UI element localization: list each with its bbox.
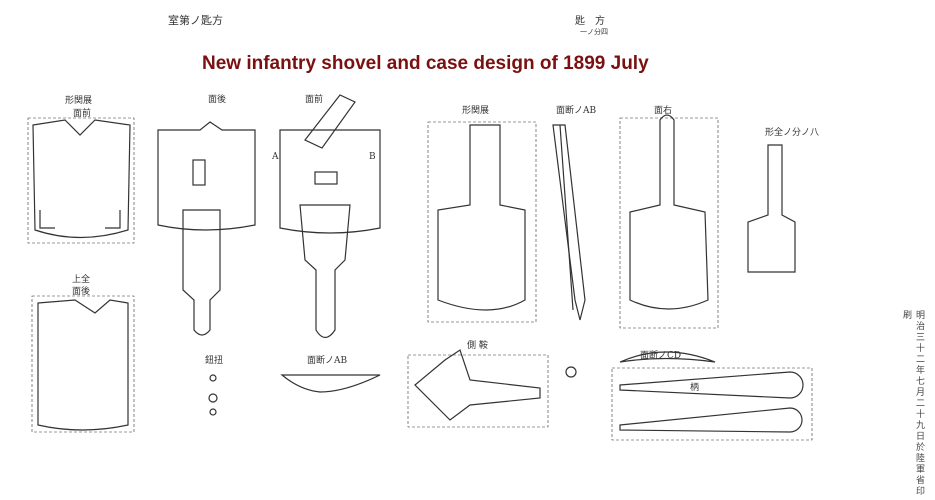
case-rear-view (157, 121, 256, 336)
label-right-view: 面右 (654, 106, 673, 116)
handle-drawings (611, 367, 813, 441)
label-section-ab-small: 面断ノAB (307, 356, 348, 366)
shovel-right-view (619, 114, 719, 329)
label-front-view: 面前 (305, 95, 324, 105)
label-front-development-sub: 面前 (73, 109, 92, 119)
right-caption: 匙 方 (575, 16, 605, 27)
imprint: 明治三十二年七月二十九日於陸軍省印刷 (901, 310, 924, 497)
label-rear-view: 面後 (208, 95, 227, 105)
shovel-side-view (407, 349, 577, 428)
marker-a: A (272, 152, 279, 162)
shovel-development (427, 121, 537, 323)
button-detail (208, 374, 218, 416)
shovel-section-ab (552, 124, 586, 321)
label-section-cd: 面断ノCD (640, 351, 682, 361)
label-section-ab: 面断ノAB (556, 106, 597, 116)
label-handle: 柄 (690, 383, 700, 393)
right-subcaption: 一ノ分四 (580, 28, 608, 36)
label-full-scale: 形全ノ分ノ八 (765, 128, 820, 138)
case-front-development (27, 117, 135, 244)
label-full-top: 上全 (72, 275, 91, 285)
case-full-rear (31, 295, 135, 433)
label-development: 形関展 (462, 106, 490, 116)
label-front-development: 形関展 (65, 96, 93, 106)
case-front-view (279, 94, 381, 339)
section-cd (619, 351, 716, 363)
section-ab-small (280, 374, 381, 393)
shovel-full-scale (747, 144, 796, 273)
left-caption: 室第ノ匙方 (168, 14, 223, 27)
marker-b: B (369, 152, 376, 162)
label-button: 鈕扭 (205, 356, 224, 366)
label-side: 側 鞍 (467, 341, 488, 351)
drawing-title: New infantry shovel and case design of 1… (202, 53, 649, 74)
label-full-sub: 面後 (72, 287, 91, 297)
